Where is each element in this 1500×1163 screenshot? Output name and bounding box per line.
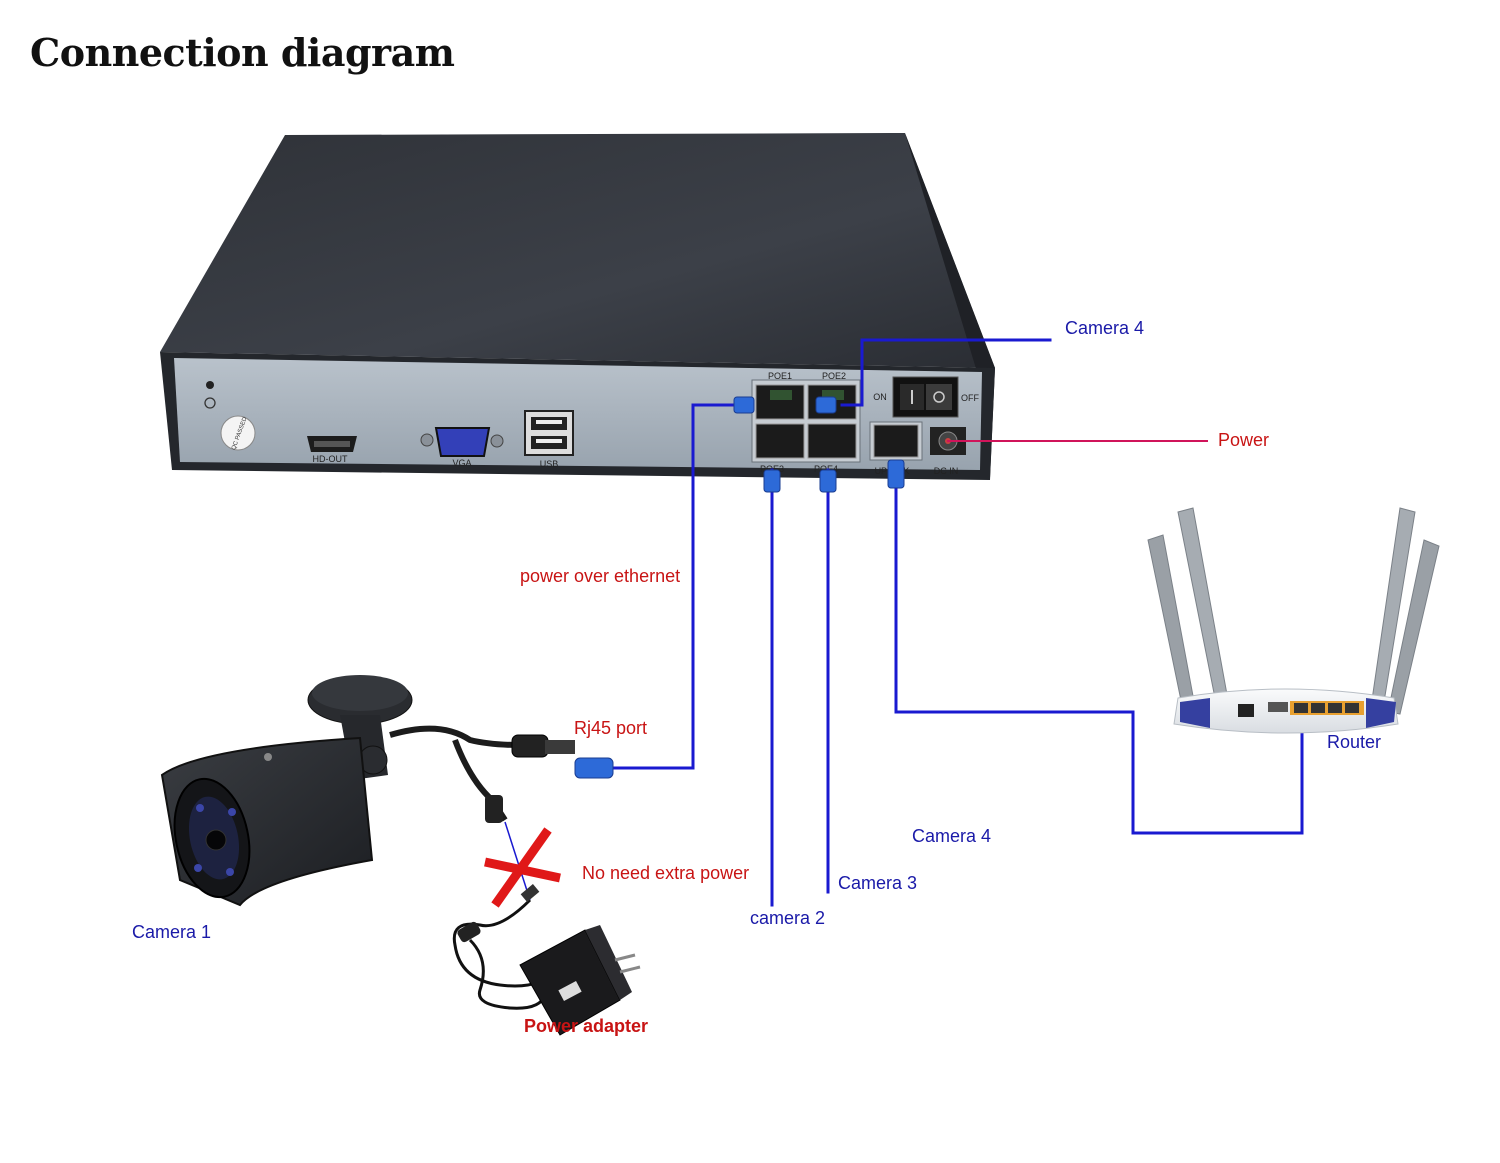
- hdout-label: HD-OUT: [313, 454, 348, 464]
- cable-camera4: [840, 338, 1052, 407]
- camera-lens: [205, 829, 227, 851]
- label-power-adapter: Power adapter: [524, 1016, 649, 1036]
- diagram-title: Connection diagram: [30, 30, 455, 75]
- label-camera1: Camera 1: [132, 922, 212, 942]
- usb-ports[interactable]: [524, 410, 574, 456]
- switch-off-label: OFF: [961, 393, 979, 403]
- router-antenna: [1387, 539, 1440, 715]
- label-camera2: camera 2: [750, 908, 826, 928]
- usb-label: USB: [540, 459, 559, 469]
- label-camera4-top: Camera 4: [1065, 318, 1145, 338]
- label-poe: power over ethernet: [520, 566, 681, 586]
- poe2-label: POE2: [822, 371, 846, 381]
- cable-poe1: [608, 403, 742, 770]
- nvr-top: [160, 133, 995, 368]
- label-rj45: Rj45 port: [574, 718, 648, 738]
- label-camera3: Camera 3: [838, 873, 918, 893]
- no-power-cross-icon: [484, 827, 561, 908]
- power-switch[interactable]: [892, 376, 959, 418]
- poe1-label: POE1: [768, 371, 792, 381]
- qc-seal: QC PASSED: [220, 415, 256, 451]
- poe4-label: POE4: [814, 464, 838, 474]
- power-adapter: [452, 884, 641, 1036]
- bullet-camera: [160, 675, 575, 907]
- switch-on-label: ON: [873, 392, 887, 402]
- label-router: Router: [1327, 732, 1382, 752]
- camera-pigtail: [389, 725, 521, 748]
- router: [1147, 507, 1440, 734]
- nvr-recorder: QC PASSED HD-OUT VGA: [160, 133, 995, 480]
- label-camera4-mid: Camera 4: [912, 826, 992, 846]
- vga-label: VGA: [452, 458, 471, 468]
- poe3-port: [755, 423, 805, 459]
- dc-in-label: DC IN: [934, 466, 959, 476]
- rj45-plugs: [574, 396, 905, 779]
- screw-hole: [206, 381, 214, 389]
- poe-ports[interactable]: [751, 379, 861, 463]
- ground-icon: [204, 397, 216, 409]
- vga-port[interactable]: [420, 427, 504, 457]
- hdmi-port[interactable]: [307, 436, 357, 452]
- uplink-port[interactable]: [869, 421, 923, 461]
- cables: [608, 338, 1304, 907]
- cable-uplink: [894, 463, 1304, 835]
- label-power: Power: [1218, 430, 1270, 450]
- poe4-port: [807, 423, 857, 459]
- label-no-extra-power: No need extra power: [582, 863, 750, 883]
